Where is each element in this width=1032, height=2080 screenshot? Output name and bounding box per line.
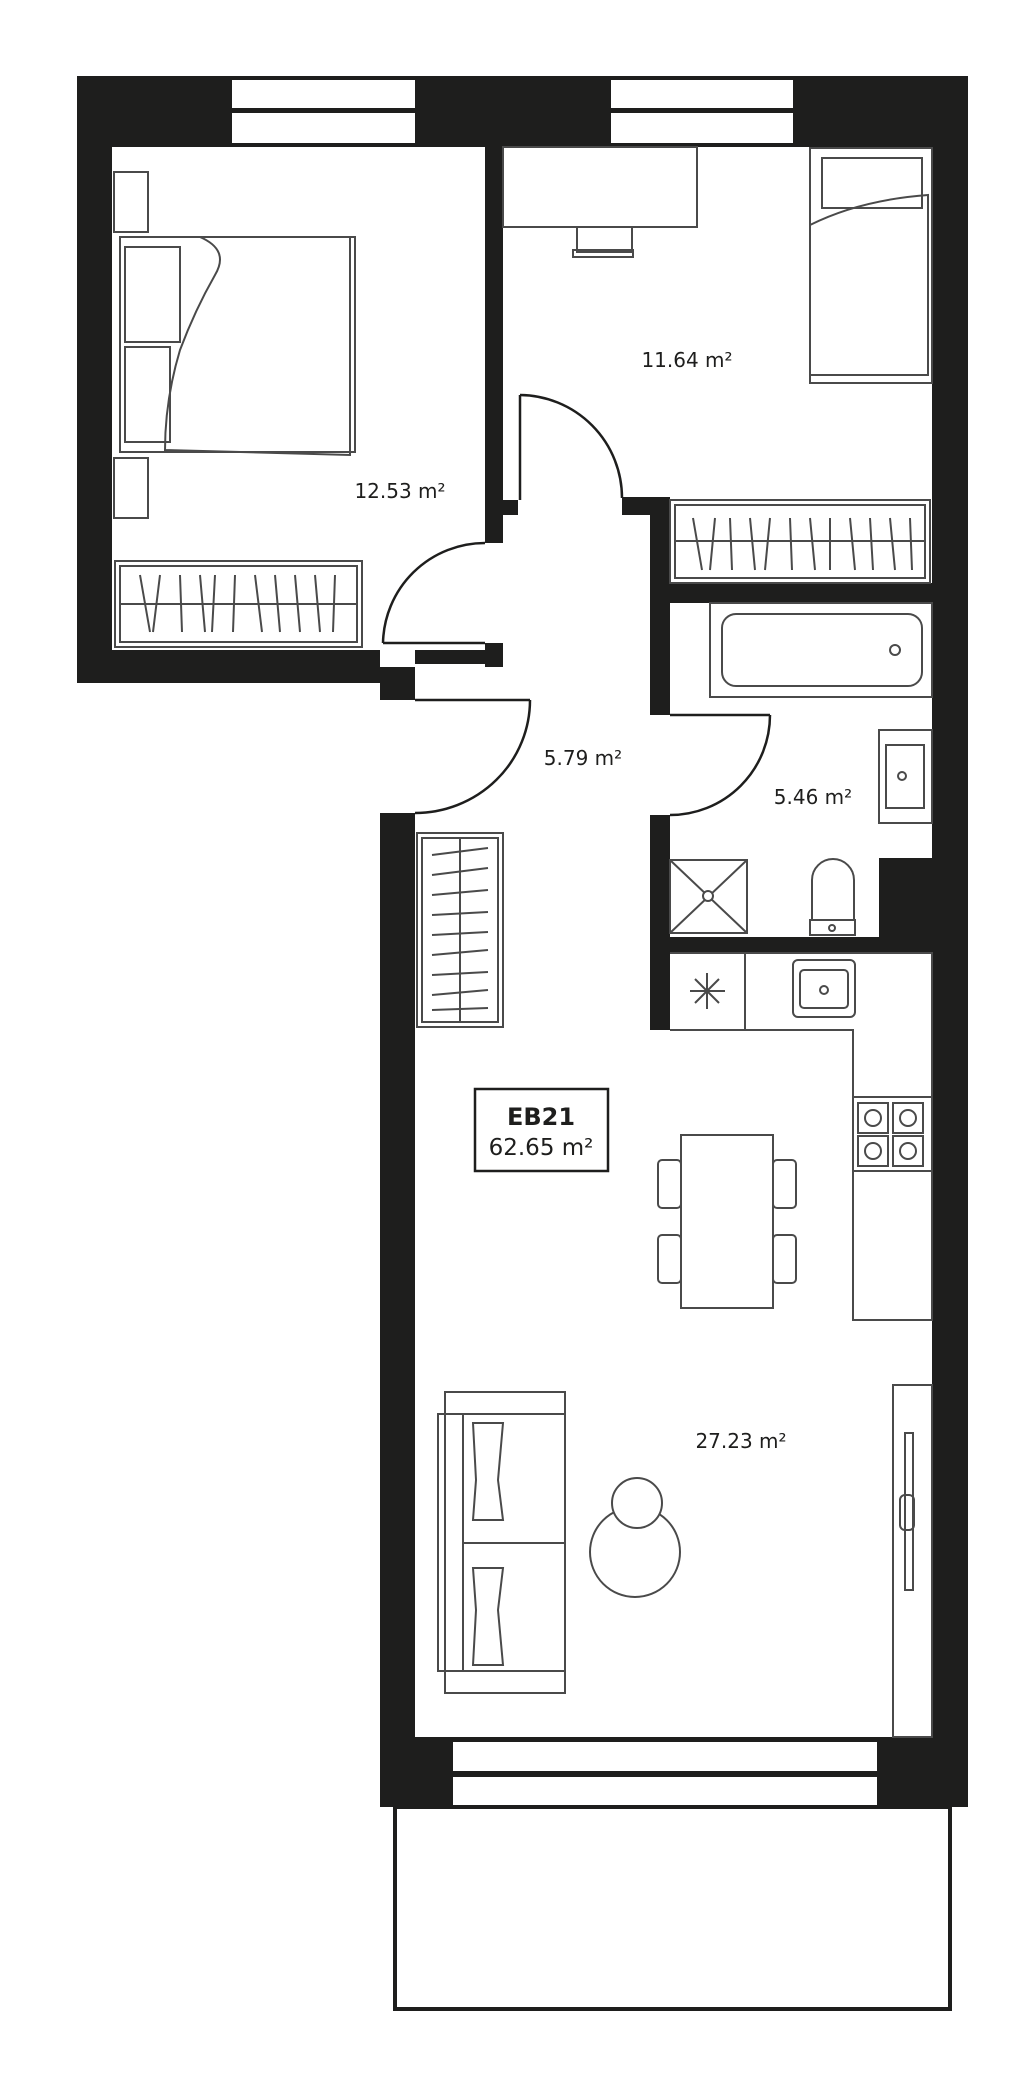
unit-total-area: 62.65 m² (489, 1135, 594, 1161)
bathtub (709, 602, 933, 698)
tall-cabinet (892, 1384, 933, 1738)
wardrobe-bedroom-2 (669, 499, 931, 584)
room-area-bathroom: 5.46 m² (774, 785, 852, 809)
room-labels: 12.53 m² 11.64 m² 5.79 m² 5.46 m² 27.23 … (354, 348, 852, 1453)
toilet (809, 858, 856, 936)
room-area-hall: 5.79 m² (544, 746, 622, 770)
windows (232, 80, 877, 1805)
shower-tray (669, 859, 748, 934)
doors[interactable] (381, 393, 772, 817)
balcony (393, 1805, 952, 2011)
entrance-door (414, 698, 532, 815)
room-area-bedroom-1: 12.53 m² (354, 479, 445, 503)
unit-code: EB21 (507, 1103, 575, 1131)
desk (502, 146, 698, 258)
sofa (437, 1391, 566, 1694)
bedroom-2-door (518, 393, 624, 500)
armchair-with-table (589, 1477, 681, 1598)
room-area-bedroom-2: 11.64 m² (641, 348, 732, 372)
walls (77, 76, 968, 1807)
washbasin (878, 729, 933, 824)
wardrobe-hall (416, 832, 504, 1028)
kitchen-counter (670, 952, 933, 1321)
double-bed (113, 171, 356, 519)
dining-set (657, 1134, 797, 1309)
bedroom-1-door (381, 541, 486, 645)
unit-label-box: EB21 62.65 m² (473, 1087, 610, 1173)
room-area-living-kitchen: 27.23 m² (695, 1429, 786, 1453)
bathroom-door (669, 713, 772, 817)
wardrobe-bedroom-1 (114, 560, 363, 648)
hob (852, 1096, 933, 1172)
single-bed (809, 147, 933, 384)
